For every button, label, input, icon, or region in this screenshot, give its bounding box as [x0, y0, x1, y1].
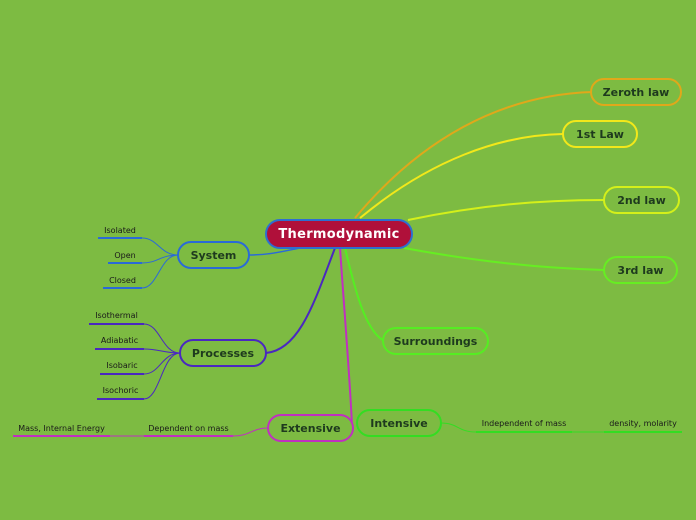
central-topic[interactable]: Thermodynamic [265, 219, 413, 249]
subtopic-dependent-on-mass[interactable]: Dependent on mass [148, 424, 229, 433]
topic-zeroth-law[interactable]: Zeroth law [590, 78, 682, 106]
subtopic-underline [476, 431, 572, 433]
subtopic-underline [13, 435, 110, 437]
subtopic-closed[interactable]: Closed [109, 276, 136, 285]
subtopic-underline [144, 435, 233, 437]
subtopic-underline [95, 348, 144, 350]
subtopic-isolated[interactable]: Isolated [104, 226, 136, 235]
subtopic-underline [98, 237, 142, 239]
subtopic-underline [97, 398, 144, 400]
topic-third-law[interactable]: 3rd law [603, 256, 678, 284]
topic-first-law[interactable]: 1st Law [562, 120, 638, 148]
topic-system[interactable]: System [177, 241, 250, 269]
subtopic-isochoric[interactable]: Isochoric [102, 386, 139, 395]
topic-surroundings[interactable]: Surroundings [382, 327, 489, 355]
subtopic-open[interactable]: Open [114, 251, 136, 260]
subtopic-density-molarity[interactable]: density, molarity [609, 419, 677, 428]
subtopic-isothermal[interactable]: Isothermal [95, 311, 138, 320]
topic-intensive[interactable]: Intensive [356, 409, 442, 437]
subtopic-underline [89, 323, 144, 325]
subtopic-underline [100, 373, 144, 375]
topic-processes[interactable]: Processes [179, 339, 267, 367]
topic-extensive[interactable]: Extensive [267, 414, 354, 442]
subtopic-underline [108, 262, 142, 264]
subtopic-adiabatic[interactable]: Adiabatic [100, 336, 139, 345]
subtopic-underline [103, 287, 142, 289]
subtopic-independent-of-mass[interactable]: Independent of mass [481, 419, 567, 428]
topic-second-law[interactable]: 2nd law [603, 186, 680, 214]
subtopic-underline [604, 431, 682, 433]
subtopic-isobaric[interactable]: Isobaric [106, 361, 138, 370]
subtopic-mass-internal-energy[interactable]: Mass, Internal Energy [18, 424, 105, 433]
